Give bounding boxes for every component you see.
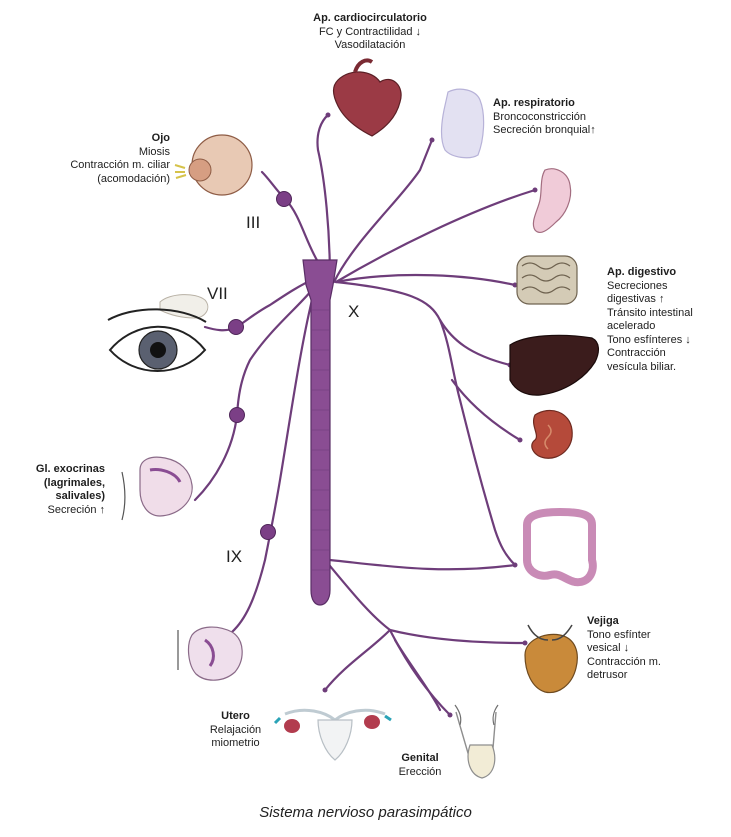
parotid-illustration xyxy=(178,627,242,680)
small-intestine-illustration xyxy=(517,256,577,304)
figure-caption: Sistema nervioso parasimpático xyxy=(0,804,731,821)
salivary-glands-illustration xyxy=(122,457,192,520)
nerve-ix-path xyxy=(232,300,312,632)
bladder-illustration xyxy=(525,625,577,693)
ganglion-otic xyxy=(261,525,276,540)
nerve-cardio-path xyxy=(317,115,330,282)
nerve-label-x: X xyxy=(348,302,359,322)
spinal-cord xyxy=(303,260,337,605)
eyeball-illustration xyxy=(175,135,252,195)
nerve-iii-path xyxy=(262,172,318,262)
nerve-label-ix: IX xyxy=(226,547,242,567)
label-resp: Ap. respiratorio Broncoconstricción Secr… xyxy=(493,97,596,138)
nerve-resp-path xyxy=(334,140,432,282)
nerve-sacral-path xyxy=(325,560,525,643)
label-bladder: Vejiga Tono esfínter vesical ↓ Contracci… xyxy=(587,615,661,683)
nerve-label-vii: VII xyxy=(207,284,228,304)
stomach-illustration xyxy=(533,169,570,233)
heart-illustration xyxy=(334,60,402,136)
label-uterus: Utero Relajación miometrio xyxy=(188,710,283,751)
ganglion-ciliary xyxy=(277,192,292,207)
nerve-label-iii: III xyxy=(246,213,260,233)
ganglion-submandibular xyxy=(230,408,245,423)
face-eye-illustration xyxy=(108,295,208,371)
nerve-colon-low-path xyxy=(330,560,515,569)
label-genital: Genital Erección xyxy=(385,752,455,779)
nerve-intestine-path xyxy=(336,275,515,285)
lung-illustration xyxy=(442,89,484,158)
ganglion-pterygopalatine xyxy=(229,320,244,335)
colon-illustration xyxy=(527,512,593,582)
label-eye: Ojo Miosis Contracción m. ciliar (acomod… xyxy=(30,132,170,186)
uterus-illustration xyxy=(275,710,391,760)
nerve-x-main-path xyxy=(336,282,515,565)
kidney-illustration xyxy=(532,410,572,458)
synapse-marks xyxy=(323,113,538,718)
nerve-genital2-path xyxy=(395,640,440,710)
genital-illustration xyxy=(455,705,498,778)
nerve-uterus-path xyxy=(325,630,390,690)
label-cardio: Ap. cardiocirculatorio FC y Contractilid… xyxy=(290,12,450,53)
liver-illustration xyxy=(510,335,598,395)
nerve-genital-path xyxy=(390,630,450,715)
label-glands: Gl. exocrinas (lagrimales, salivales) Se… xyxy=(0,463,105,517)
label-digest: Ap. digestivo Secreciones digestivas ↑ T… xyxy=(607,266,693,374)
